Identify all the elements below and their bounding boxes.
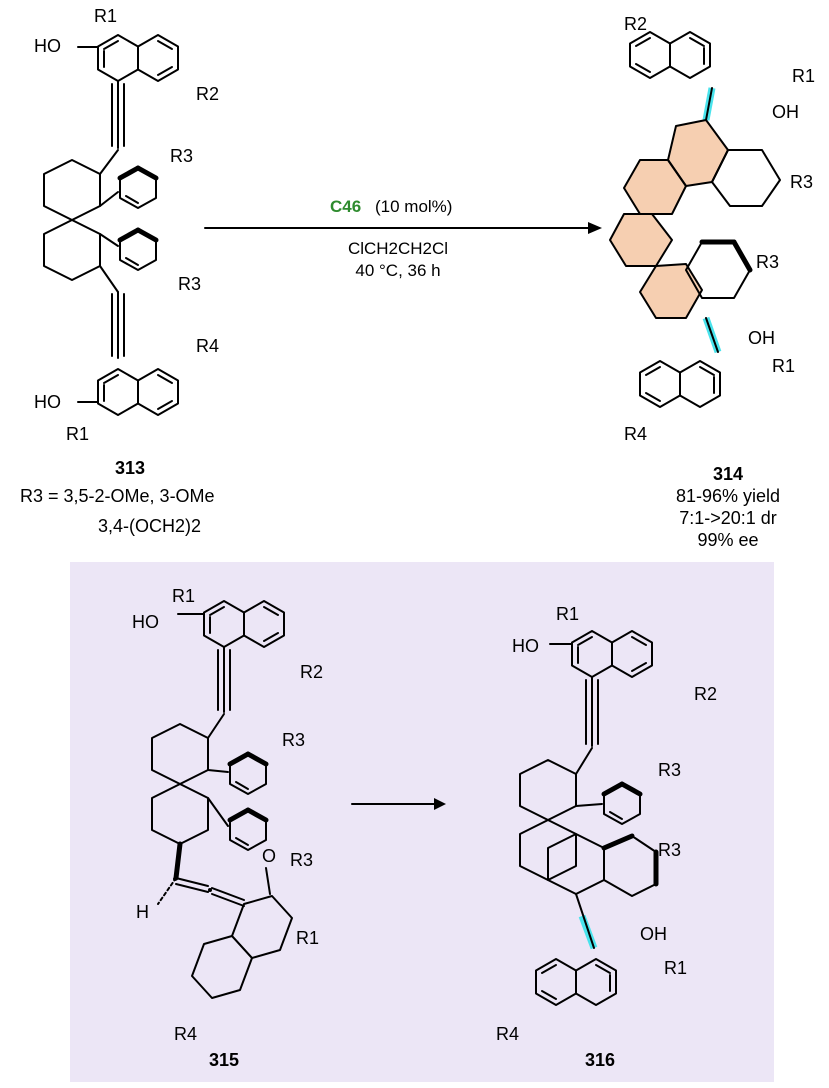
ho-label: HO [512, 636, 539, 656]
compound-315: HO R1 R2 R3 R3 H O R1 R4 315 [132, 586, 323, 1070]
r1-label: R1 [792, 66, 815, 86]
compound-314-label: 314 [713, 464, 743, 484]
r2-label: R2 [196, 84, 219, 104]
r3-label: R3 [756, 252, 779, 272]
ho-label: HO [34, 392, 61, 412]
r3-label: R3 [790, 172, 813, 192]
catalyst-amount: (10 mol%) [375, 197, 452, 216]
r3-label: R3 [178, 274, 201, 294]
r1-label: R1 [172, 586, 195, 606]
r1-label: R1 [296, 928, 319, 948]
o-label: O [262, 846, 276, 866]
oh-label: OH [748, 328, 775, 348]
reaction-arrow-2 [351, 798, 446, 810]
oh-label: OH [640, 924, 667, 944]
compound-313: HO R1 R2 R3 R3 HO R4 R1 313 R3 = 3,5-2-O… [20, 6, 219, 536]
r3-definition-2: 3,4-(OCH2)2 [98, 516, 201, 536]
compound-313-label: 313 [115, 458, 145, 478]
conditions-label: 40 °C, 36 h [355, 261, 440, 280]
ho-label: HO [34, 36, 61, 56]
h-label: H [136, 902, 149, 922]
r3-label: R3 [658, 840, 681, 860]
r1-label: R1 [66, 424, 89, 444]
r2-label: R2 [694, 684, 717, 704]
r3-label: R3 [170, 146, 193, 166]
ee-label: 99% ee [697, 530, 758, 550]
compound-315-label: 315 [209, 1050, 239, 1070]
r1-label: R1 [556, 604, 579, 624]
r4-label: R4 [174, 1024, 197, 1044]
r1-label: R1 [94, 6, 117, 26]
oh-label: OH [772, 102, 799, 122]
r3-label: R3 [658, 760, 681, 780]
r1-label: R1 [664, 958, 687, 978]
compound-316: HO R1 R2 R3 R3 OH R1 R4 316 [496, 604, 717, 1070]
r2-label: R2 [624, 14, 647, 34]
r3-label: R3 [290, 850, 313, 870]
reaction-arrow-1: C46 (10 mol%) ClCH2CH2Cl 40 °C, 36 h [204, 197, 602, 280]
dr-label: 7:1->20:1 dr [679, 508, 777, 528]
r2-label: R2 [300, 662, 323, 682]
r4-label: R4 [196, 336, 219, 356]
mechanism-panel [70, 562, 774, 1082]
r3-definition: R3 = 3,5-2-OMe, 3-OMe [20, 486, 215, 506]
yield-label: 81-96% yield [676, 486, 780, 506]
r1-label: R1 [772, 356, 795, 376]
r4-label: R4 [624, 424, 647, 444]
r4-label: R4 [496, 1024, 519, 1044]
compound-314: R2 R1 OH R3 R3 OH R1 R4 314 81-96% yield… [609, 14, 815, 550]
r3-label: R3 [282, 730, 305, 750]
ho-label: HO [132, 612, 159, 632]
solvent-label: ClCH2CH2Cl [348, 239, 448, 258]
compound-316-label: 316 [585, 1050, 615, 1070]
helicene-core [668, 120, 728, 186]
catalyst-label: C46 [330, 197, 361, 216]
